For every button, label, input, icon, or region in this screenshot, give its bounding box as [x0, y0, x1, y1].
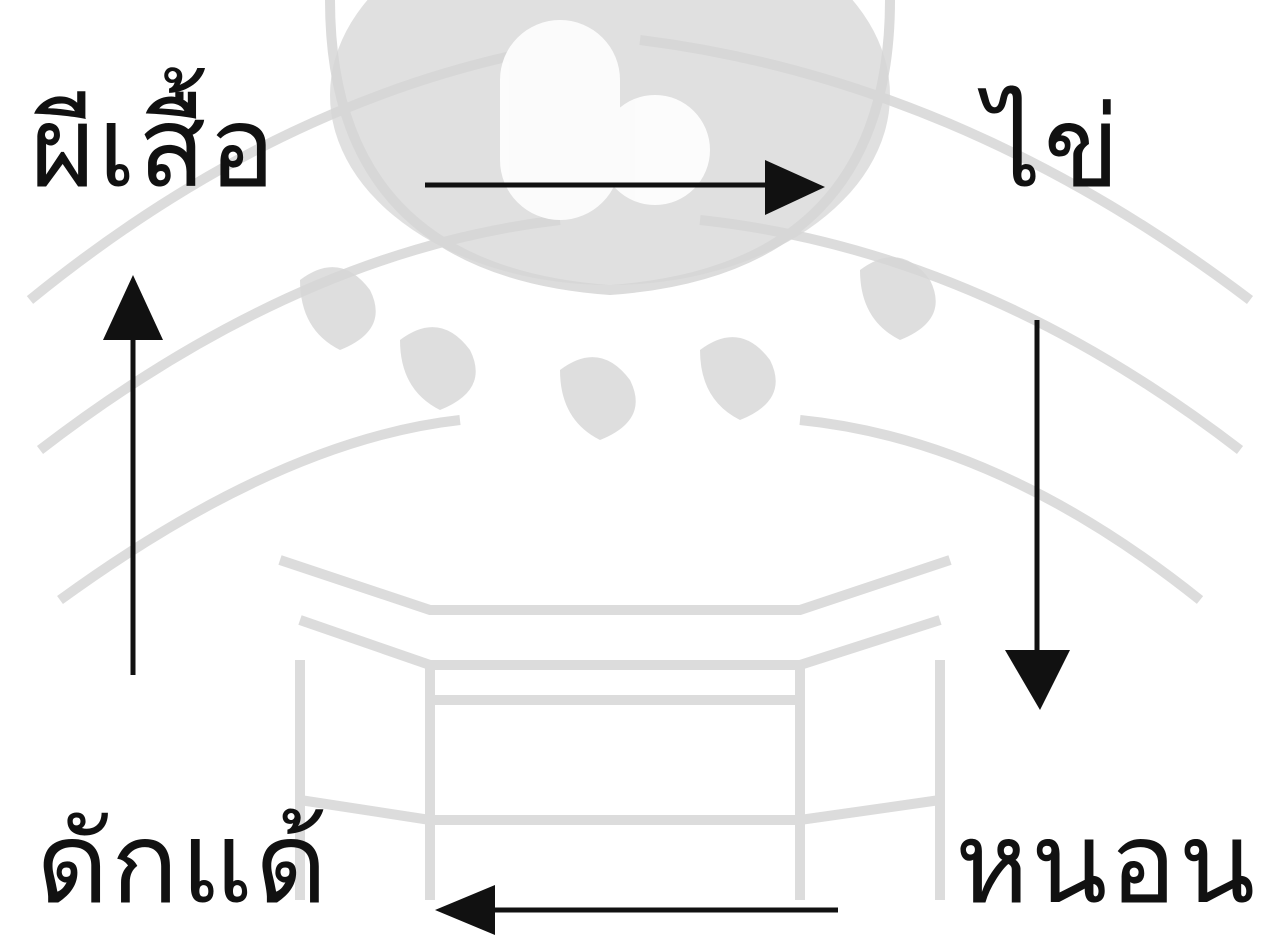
arrow-egg-to-larva: [1005, 320, 1070, 710]
stage-label-larva: หนอน: [955, 808, 1257, 920]
stage-label-pupa: ดักแด้: [36, 808, 329, 920]
stage-label-egg: ไข่: [985, 92, 1122, 204]
stage-label-butterfly: ผีเสื้อ: [30, 92, 278, 204]
arrow-pupa-to-butterfly: [103, 275, 163, 675]
arrow-butterfly-to-egg: [425, 160, 825, 215]
arrow-larva-to-pupa: [435, 885, 838, 935]
